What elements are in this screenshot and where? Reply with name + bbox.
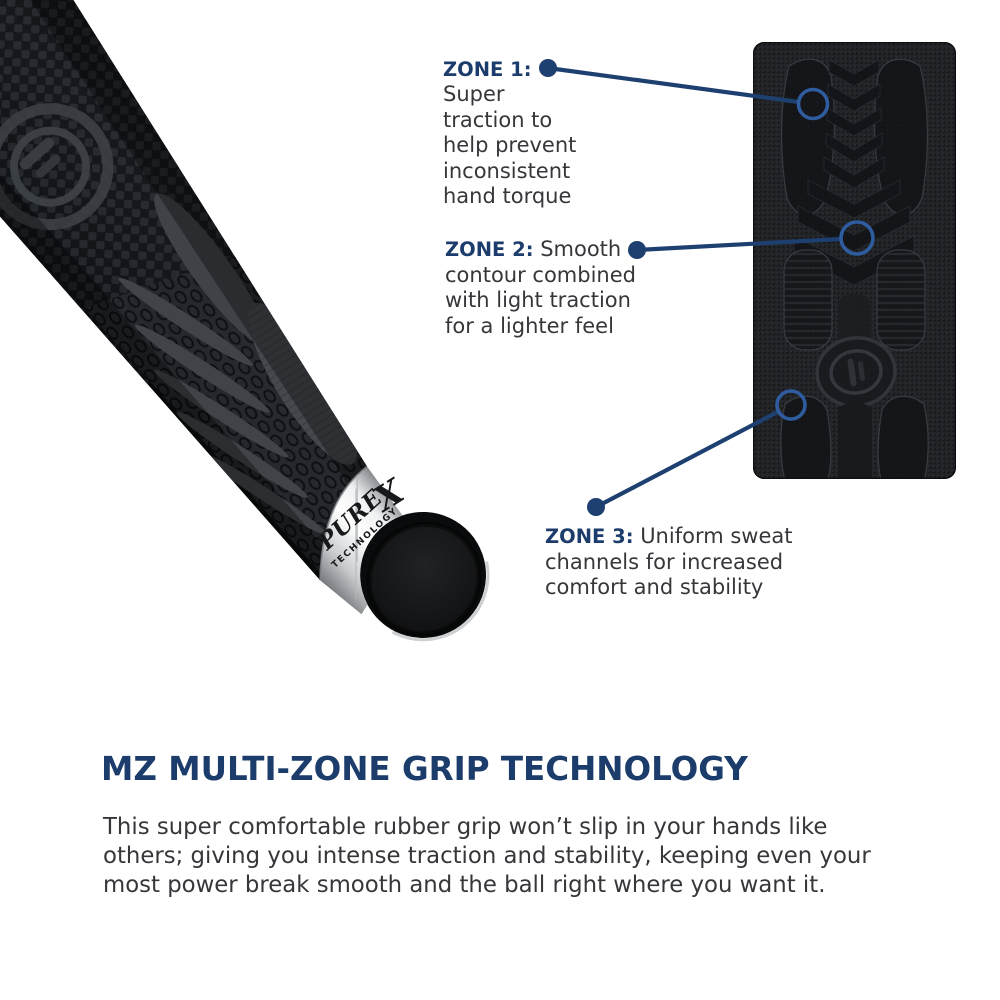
smooth-contour-patch-b [248,303,358,465]
callout-zone1: ZONE 1: Super traction to help prevent i… [443,57,623,209]
smooth-wave-bands [118,277,327,535]
zone3-text: Uniform sweat channels for increased com… [545,524,793,600]
bumper-cap [360,511,490,642]
callout-line-zone2 [628,220,875,259]
grip-emblem [0,103,114,231]
zone1-text: Super traction to help prevent inconsist… [443,82,577,209]
texture-panel [753,42,957,479]
smooth-contour-patch-a [154,193,267,344]
page-description: This super comfortable rubber grip won’t… [103,814,871,898]
zone2-label: ZONE 2: [445,238,534,261]
zone3-label: ZONE 3: [545,525,634,548]
callout-zone2: ZONE 2: Smooth contour combined with lig… [445,237,695,339]
highlight-circle-zone1 [796,87,830,121]
callout-annotations [539,59,875,516]
highlight-circle-zone2 [839,220,875,256]
panel-surface [753,42,956,479]
zone1-label: ZONE 1: [443,58,532,81]
callout-line-zone1 [539,59,830,121]
zone2-text: Smooth contour combined with light tract… [445,237,636,338]
callout-zone3: ZONE 3: Uniform sweat channels for incre… [545,524,855,601]
highlight-circle-zone3 [775,389,807,421]
page-title: MZ MULTI-ZONE GRIP TECHNOLOGY [101,750,748,788]
callout-line-zone3 [587,389,807,516]
